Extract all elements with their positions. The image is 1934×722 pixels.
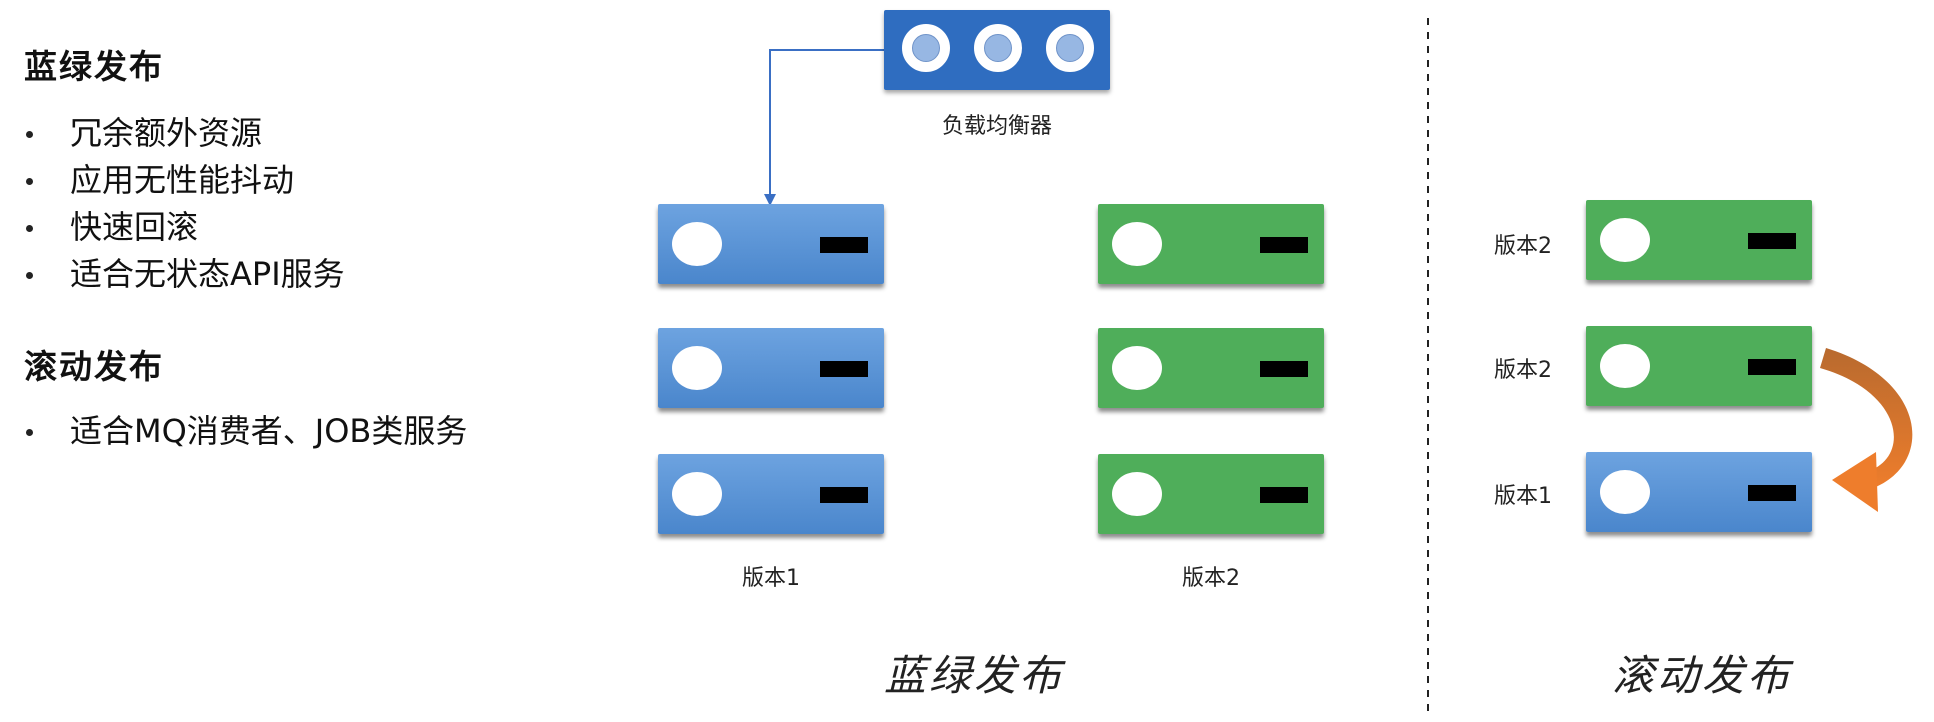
slot-icon bbox=[820, 487, 868, 503]
port-icon bbox=[902, 24, 950, 72]
server-blue bbox=[658, 328, 884, 408]
disk-icon bbox=[1600, 344, 1650, 388]
server-green bbox=[1586, 200, 1812, 280]
server-blue bbox=[1586, 452, 1812, 532]
rolling-heading: 滚动发布 bbox=[24, 347, 164, 386]
server-green bbox=[1098, 454, 1324, 534]
list-item: 适合无状态API服务 bbox=[22, 251, 345, 298]
slot-icon bbox=[1260, 361, 1308, 377]
slot-icon bbox=[1260, 237, 1308, 253]
version-2-label: 版本2 bbox=[1182, 566, 1240, 591]
disk-icon bbox=[672, 472, 722, 516]
slot-icon bbox=[1260, 487, 1308, 503]
blue-green-points-list: 冗余额外资源 应用无性能抖动 快速回滚 适合无状态API服务 bbox=[22, 110, 345, 298]
port-icon bbox=[974, 24, 1022, 72]
disk-icon bbox=[1600, 470, 1650, 514]
slot-icon bbox=[1748, 485, 1796, 501]
disk-icon bbox=[1112, 346, 1162, 390]
disk-icon bbox=[1600, 218, 1650, 262]
server-green bbox=[1098, 204, 1324, 284]
slot-icon bbox=[820, 361, 868, 377]
version-1-label: 版本1 bbox=[742, 566, 800, 591]
blue-green-caption: 蓝绿发布 bbox=[884, 651, 1065, 700]
rolling-row-2-label: 版本2 bbox=[1494, 358, 1552, 383]
slot-icon bbox=[820, 237, 868, 253]
rolling-row-3-label: 版本1 bbox=[1494, 484, 1552, 509]
server-blue bbox=[658, 204, 884, 284]
list-item: 快速回滚 bbox=[22, 204, 345, 251]
disk-icon bbox=[672, 346, 722, 390]
disk-icon bbox=[1112, 222, 1162, 266]
list-item: 应用无性能抖动 bbox=[22, 157, 345, 204]
list-item: 冗余额外资源 bbox=[22, 110, 345, 157]
blue-green-heading: 蓝绿发布 bbox=[24, 47, 164, 86]
server-green bbox=[1098, 328, 1324, 408]
load-balancer bbox=[884, 10, 1110, 90]
slot-icon bbox=[1748, 359, 1796, 375]
rolling-caption: 滚动发布 bbox=[1612, 651, 1793, 700]
slot-icon bbox=[1748, 233, 1796, 249]
list-item: 适合MQ消费者、JOB类服务 bbox=[22, 408, 467, 455]
rolling-points-list: 适合MQ消费者、JOB类服务 bbox=[22, 408, 467, 455]
disk-icon bbox=[1112, 472, 1162, 516]
rolling-update-curved-arrow bbox=[1820, 348, 1913, 512]
load-balancer-connector-arrow bbox=[764, 49, 884, 206]
port-icon bbox=[1046, 24, 1094, 72]
server-green bbox=[1586, 326, 1812, 406]
rolling-row-1-label: 版本2 bbox=[1494, 234, 1552, 259]
server-blue bbox=[658, 454, 884, 534]
load-balancer-label: 负载均衡器 bbox=[941, 114, 1052, 139]
disk-icon bbox=[672, 222, 722, 266]
